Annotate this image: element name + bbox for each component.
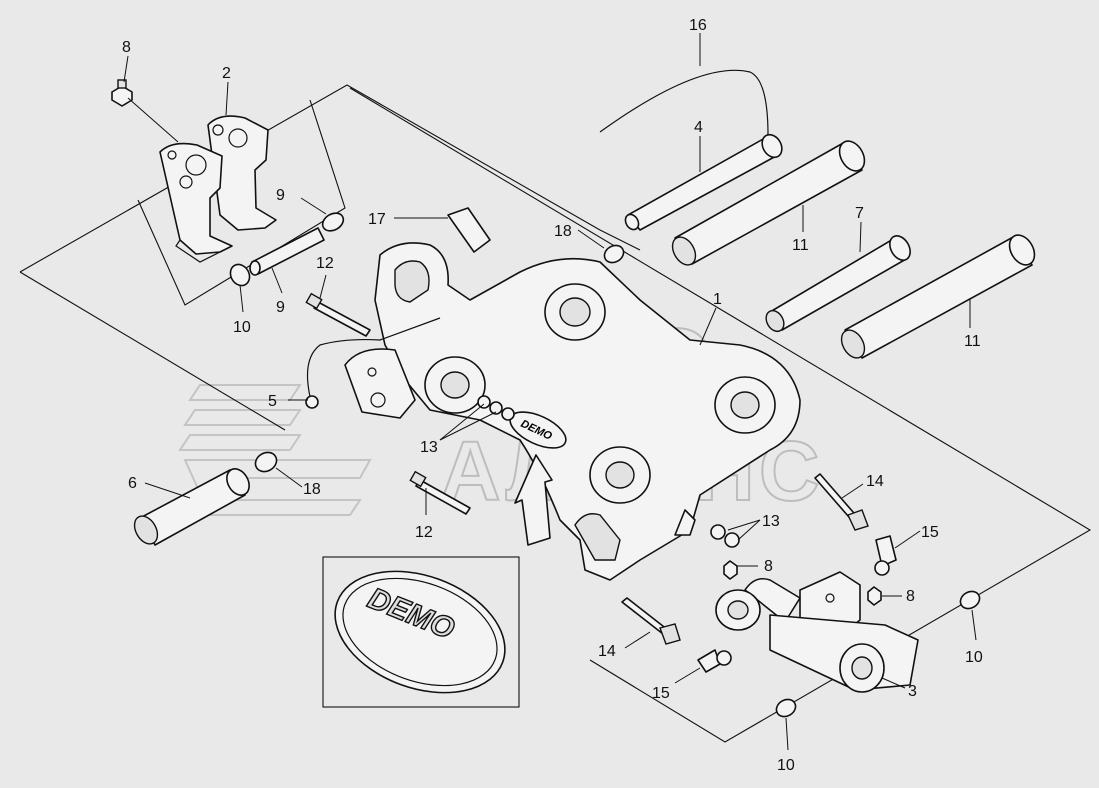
- callout-15: 15: [921, 524, 939, 541]
- o-ring-10-right: [959, 590, 981, 610]
- callout-12: 12: [415, 524, 433, 541]
- bracket-plates: [159, 115, 277, 263]
- callout-11: 11: [792, 237, 809, 254]
- grease-nipple-top-left: [111, 79, 133, 107]
- clip-5: [305, 395, 319, 409]
- callout-9: 9: [276, 299, 285, 316]
- grease-nipple-8-right: [867, 586, 882, 606]
- pin-7: [765, 235, 911, 333]
- callout-17: 17: [368, 211, 386, 228]
- bolt-12-lower: [409, 470, 471, 515]
- nuts-13-upper: [477, 395, 515, 421]
- logo-inset: DEMO: [322, 556, 520, 708]
- o-ring-10-bottom: [775, 698, 797, 718]
- cylinder-3: [715, 571, 919, 693]
- callout-4: 4: [694, 119, 703, 136]
- pin-4: [624, 133, 783, 231]
- arrow-to-inset: [514, 454, 553, 546]
- pin-11-upper: [671, 140, 866, 266]
- callout-14: 14: [598, 643, 616, 660]
- bolt-14-left: [621, 597, 681, 645]
- latch-17: [447, 207, 491, 253]
- callout-15: 15: [652, 685, 670, 702]
- o-ring-18-lower: [254, 451, 278, 473]
- fitting-15-left: [697, 649, 732, 673]
- callout-18: 18: [303, 481, 321, 498]
- callout-10: 10: [777, 757, 795, 774]
- callout-labels: 8 2 9 9 10 16 4 11 7 11 1 17 18 12 5 13 …: [122, 17, 983, 774]
- callout-5: 5: [268, 393, 277, 410]
- safety-cable: [599, 69, 769, 136]
- callout-13: 13: [762, 513, 780, 530]
- callout-1: 1: [713, 291, 722, 308]
- pin-9: [249, 227, 325, 276]
- callout-10: 10: [965, 649, 983, 666]
- o-ring-10-top: [321, 212, 345, 232]
- o-ring-10-left: [229, 263, 251, 287]
- callout-8: 8: [122, 39, 131, 56]
- bolt-14-right: [814, 473, 869, 531]
- cable-5: [306, 317, 441, 406]
- callout-18: 18: [554, 223, 572, 240]
- callout-10: 10: [233, 319, 251, 336]
- callout-12: 12: [316, 255, 334, 272]
- bolt-12-upper: [305, 292, 371, 337]
- grease-nipple-8-mid: [723, 560, 738, 580]
- callout-3: 3: [908, 683, 917, 700]
- callout-10: 9: [276, 187, 285, 204]
- callout-7: 7: [855, 205, 864, 222]
- callout-6: 6: [128, 475, 137, 492]
- callout-2: 2: [222, 65, 231, 82]
- fitting-15-right: [874, 535, 897, 576]
- coupler-body: DEMO: [344, 242, 801, 581]
- callout-14: 14: [866, 473, 884, 490]
- pin-6: [133, 468, 250, 546]
- pin-11-lower: [840, 234, 1036, 359]
- leader-lines: [123, 33, 977, 751]
- callout-8: 8: [906, 588, 915, 605]
- callout-16: 16: [689, 17, 707, 34]
- callout-11: 11: [964, 333, 981, 350]
- o-ring-18-upper: [603, 244, 625, 264]
- nuts-13-lower: [710, 524, 740, 548]
- callout-13: 13: [420, 439, 438, 456]
- callout-8: 8: [764, 558, 773, 575]
